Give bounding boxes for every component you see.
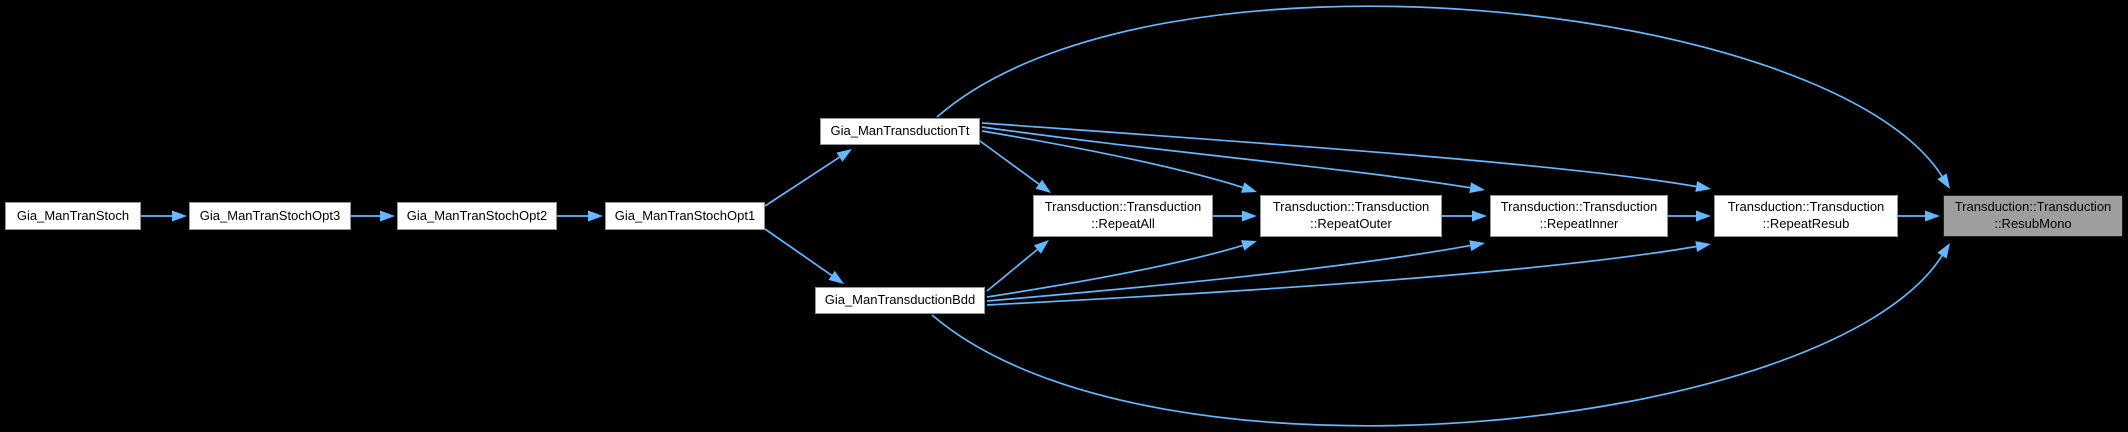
arrowhead-tt-to-repeatall [1035,179,1051,193]
arrowhead-repeatall-to-repeatouter [1242,210,1257,222]
graph-node-label: Transduction::Transduction [1044,199,1202,215]
graph-node-label: Gia_ManTranStochOpt3 [199,207,341,223]
graph-node-label: Transduction::Transduction [1727,199,1885,215]
arrowhead-opt1-to-bdd [828,270,844,284]
graph-node-label: Transduction::Transduction [1954,199,2112,215]
arrowhead-repeatouter-to-repeatinner [1472,210,1487,222]
arrowhead-repeatinner-to-repeatresub [1696,210,1711,222]
edge-bdd-to-repeatouter [986,244,1243,298]
arrowhead-stoch-to-opt3 [172,210,187,222]
arrowhead-tt-to-repeatresub [1695,181,1711,192]
edge-tt-to-repeatall [979,140,1040,185]
graph-node-label: ::RepeatOuter [1310,216,1392,231]
graph-node-label: ::RepeatAll [1091,216,1155,231]
arrowhead-bdd-to-repeatresub [1695,241,1711,252]
arrowhead-tt-to-resubmono [1937,173,1950,189]
arrowhead-bdd-to-repeatouter [1241,240,1257,251]
graph-node-repeatinner[interactable]: Transduction::Transduction::RepeatInner [1490,195,1668,237]
edge-tt-to-repeatouter [981,130,1243,189]
graph-node-stoch[interactable]: Gia_ManTranStoch [5,202,141,230]
graph-node-repeatall[interactable]: Transduction::Transduction::RepeatAll [1033,195,1213,237]
edge-tt-to-repeatinner [981,126,1471,189]
graph-node-repeatouter[interactable]: Transduction::Transduction::RepeatOuter [1260,195,1442,237]
edge-tt-to-resubmono [936,5,1943,177]
graph-node-label: ::RepeatInner [1539,216,1619,231]
arrowhead-opt2-to-opt1 [588,210,603,222]
edge-tt-to-repeatresub [981,122,1697,188]
edge-bdd-to-repeatresub [986,245,1697,306]
graph-node-label: Gia_ManTransductionTt [830,123,970,139]
graph-node-label: ::RepeatResub [1762,216,1850,231]
graph-node-opt1[interactable]: Gia_ManTranStochOpt1 [605,202,765,230]
arrowhead-tt-to-repeatouter [1241,182,1257,193]
graph-node-tt[interactable]: Gia_ManTransductionTt [820,118,980,145]
graph-node-opt3[interactable]: Gia_ManTranStochOpt3 [189,202,351,230]
graph-node-repeatresub[interactable]: Transduction::Transduction::RepeatResub [1714,195,1898,237]
graph-node-label: Gia_ManTranStochOpt1 [614,207,756,223]
edge-bdd-to-repeatall [986,248,1038,292]
arrowhead-tt-to-repeatinner [1469,182,1485,194]
graph-node-label: Gia_ManTranStochOpt2 [406,207,548,223]
edge-opt1-to-tt [764,156,840,207]
edge-bdd-to-resubmono [931,255,1943,427]
graph-node-opt2[interactable]: Gia_ManTranStochOpt2 [397,202,557,230]
arrowhead-bdd-to-resubmono [1937,243,1950,259]
graph-node-label: Transduction::Transduction [1272,199,1430,215]
edge-opt1-to-bdd [764,228,833,277]
graph-node-label: Gia_ManTransductionBdd [824,292,976,308]
arrowhead-opt1-to-tt [836,149,852,162]
graph-node-bdd[interactable]: Gia_ManTransductionBdd [815,287,985,314]
graph-node-resubmono: Transduction::Transduction::ResubMono [1943,195,2123,237]
graph-node-label: Transduction::Transduction [1500,199,1658,215]
graph-node-label: ::ResubMono [1994,216,2072,231]
arrowhead-bdd-to-repeatall [1033,240,1049,254]
arrowhead-bdd-to-repeatinner [1469,240,1485,252]
arrowhead-repeatresub-to-resubmono [1925,210,1940,222]
graph-node-label: Gia_ManTranStoch [16,207,130,223]
arrowhead-opt3-to-opt2 [380,210,395,222]
edge-bdd-to-repeatinner [986,244,1471,302]
